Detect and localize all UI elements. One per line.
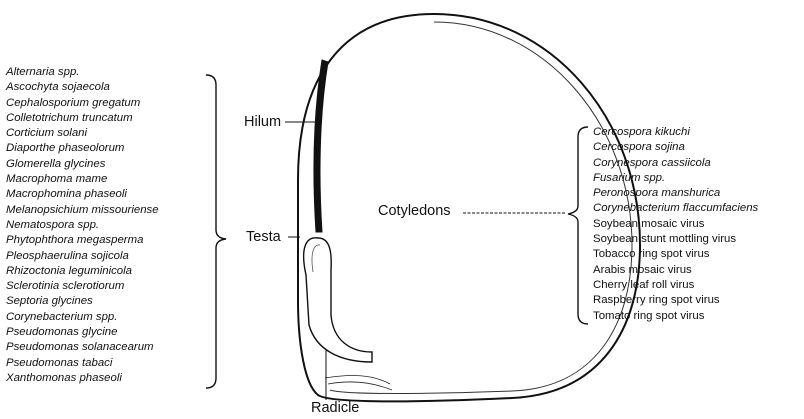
list-item: Rhizoctonia leguminicola [6,264,159,279]
list-item: Nematospora spp. [6,218,159,233]
list-item: Alternaria spp. [6,65,159,80]
cotyledon-pathogen-list: Cercospora kikuchi Cercospora sojina Cor… [593,125,758,324]
list-item: Fusarium spp. [593,171,758,186]
list-item: Soybean stunt mottling virus [593,232,758,247]
list-item: Colletotrichum truncatum [6,111,159,126]
list-item: Cercospora kikuchi [593,125,758,140]
list-item: Cephalosporium gregatum [6,96,159,111]
radicle-label: Radicle [311,400,359,416]
list-item: Soybean mosaic virus [593,217,758,232]
list-item: Melanopsichium missouriense [6,203,159,218]
list-item: Corynespora cassiicola [593,156,758,171]
list-item: Tobacco ring spot virus [593,247,758,262]
testa-pathogen-list: Alternaria spp. Ascochyta sojaecola Ceph… [6,65,159,386]
list-item: Tomato ring spot virus [593,309,758,324]
list-item: Raspberry ring spot virus [593,293,758,308]
testa-brace [206,75,226,388]
list-item: Septoria glycines [6,294,159,309]
list-item: Pseudomonas solanacearum [6,340,159,355]
vascular-strand [328,382,392,390]
list-item: Cercospora sojina [593,140,758,155]
list-item: Corynebacterium flaccumfaciens [593,201,758,216]
list-item: Arabis mosaic virus [593,263,758,278]
list-item: Pseudomonas glycine [6,325,159,340]
list-item: Macrophomina phaseoli [6,187,159,202]
hilum-label: Hilum [244,114,281,130]
list-item: Cherry leaf roll virus [593,278,758,293]
list-item: Diaporthe phaseolorum [6,141,159,156]
seed-inner-outline [330,22,632,394]
radicle-inner-line [312,245,320,272]
list-item: Peronospora manshurica [593,186,758,201]
list-item: Xanthomonas phaseoli [6,371,159,386]
testa-label: Testa [246,229,281,245]
list-item: Ascochyta sojaecola [6,80,159,95]
list-item: Glomerella glycines [6,157,159,172]
list-item: Phytophthora megasperma [6,233,159,248]
seed-outline [298,14,640,401]
radicle-outline [304,238,372,362]
list-item: Macrophoma mame [6,172,159,187]
list-item: Pseudomonas tabaci [6,356,159,371]
list-item: Corynebacterium spp. [6,310,159,325]
cotyledons-label: Cotyledons [378,203,451,219]
list-item: Pleosphaerulina sojicola [6,249,159,264]
list-item: Sclerotinia sclerotiorum [6,279,159,294]
list-item: Corticium solani [6,126,159,141]
cotyledons-brace [568,127,588,324]
